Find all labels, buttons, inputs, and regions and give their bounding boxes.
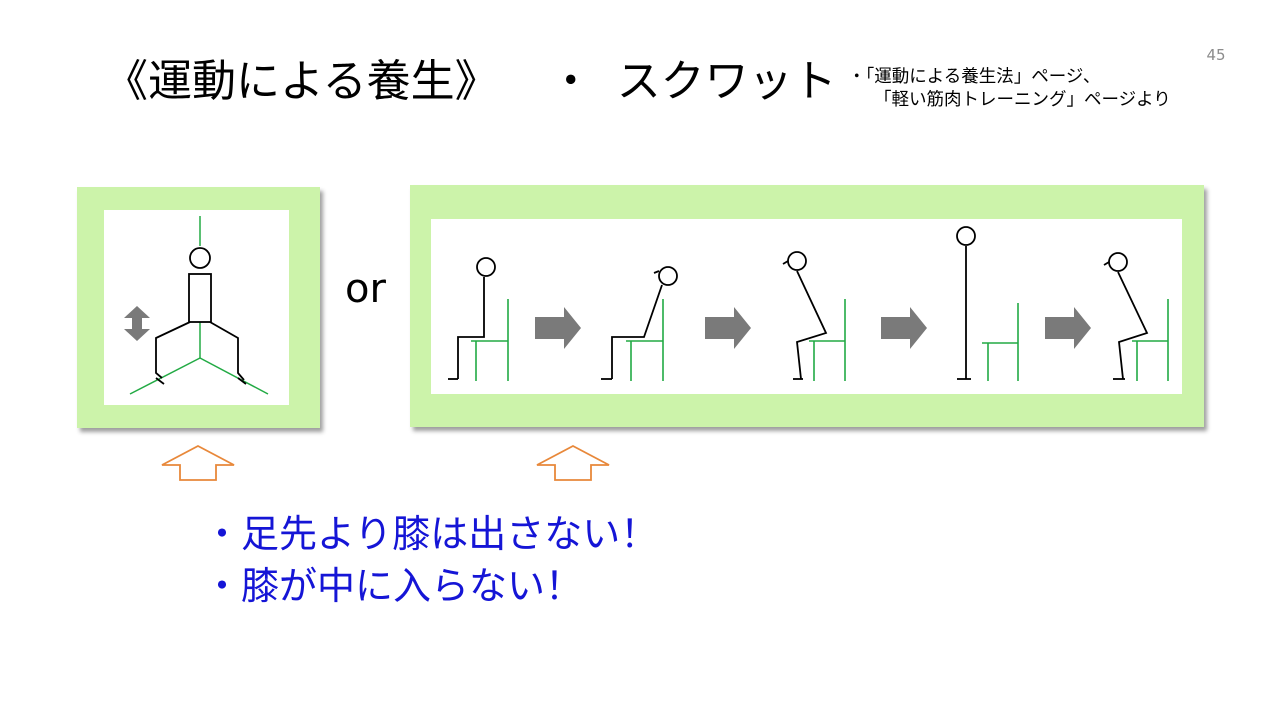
- slide-title: 《運動による養生》 ・スクワット: [104, 52, 837, 112]
- source-note-line-1: ・「運動による養生法」ページ、: [848, 67, 1101, 87]
- title-sub: スクワット: [616, 56, 837, 107]
- up-down-arrow-icon: [124, 306, 150, 341]
- figure-lowering: [1103, 252, 1169, 381]
- chair-squat-sequence: [431, 219, 1182, 394]
- wide-squat-figure-area: [104, 210, 289, 405]
- wide-squat-figure: [124, 216, 269, 395]
- caution-note-1: ・足先より膝は出さない！: [203, 512, 659, 556]
- caution-notes: ・足先より膝は出さない！ ・膝が中に入らない！: [203, 508, 658, 612]
- source-note-line-2: 「軽い筋肉トレーニング」ページより: [874, 90, 1171, 110]
- right-arrow-icon: [1045, 307, 1091, 349]
- figure-lean-forward: [601, 266, 678, 381]
- right-arrow-icon: [535, 307, 581, 349]
- page-number: 45: [1206, 46, 1226, 64]
- up-arrow-outline-icon: [536, 444, 610, 481]
- source-note: ・「運動による養生法」ページ、 「軽い筋肉トレーニング」ページより: [848, 66, 1171, 112]
- right-arrow-icon: [705, 307, 751, 349]
- figure-rising: [782, 251, 846, 381]
- figure-seated: [448, 257, 509, 381]
- caution-note-2: ・膝が中に入らない！: [203, 564, 584, 608]
- or-label: or: [345, 266, 386, 312]
- chair-squat-figures: [448, 226, 1169, 381]
- title-separator: ・: [548, 56, 593, 107]
- figure-standing: [956, 226, 1019, 381]
- title-main: 《運動による養生》: [104, 56, 477, 107]
- up-arrow-outline-icon: [161, 444, 235, 481]
- right-arrow-icon: [881, 307, 927, 349]
